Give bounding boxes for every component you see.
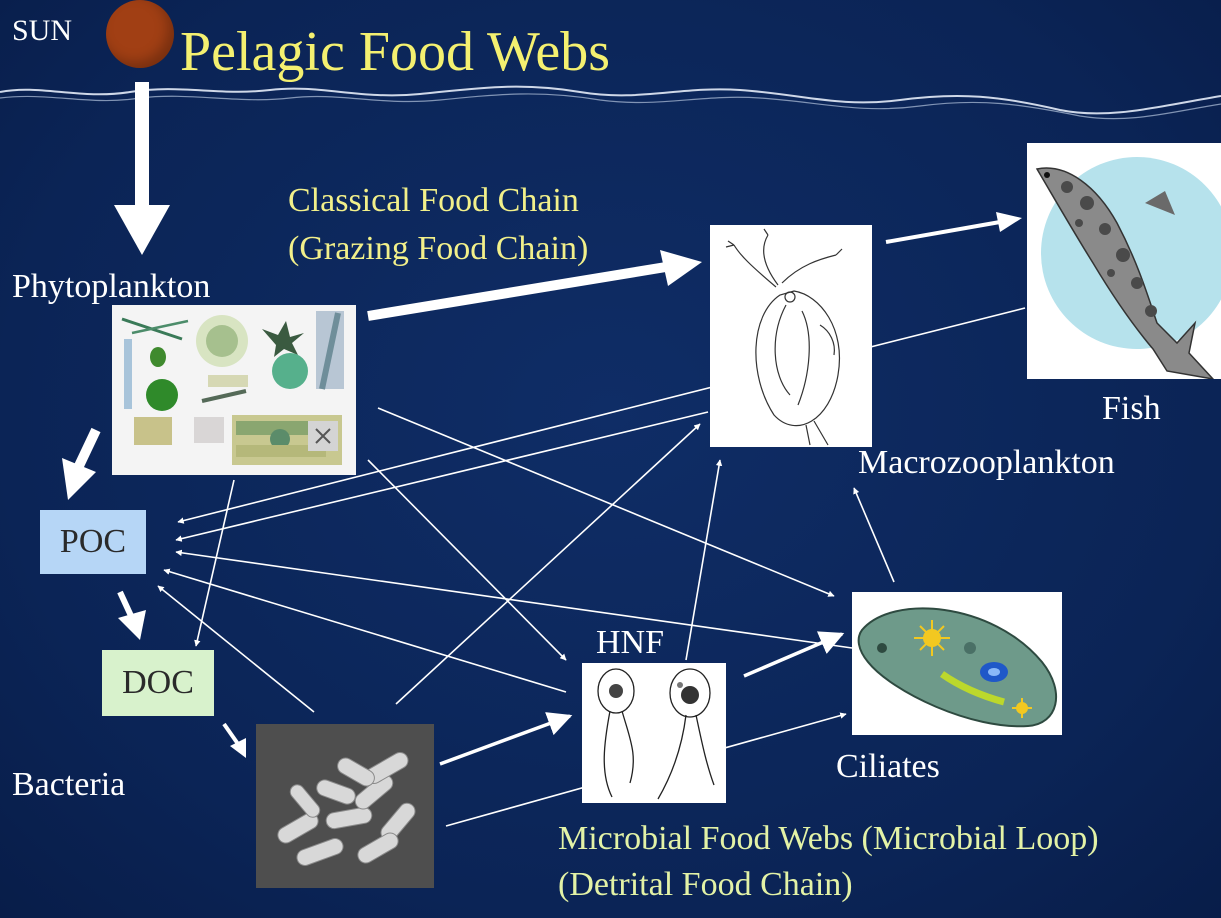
sun-icon (106, 0, 174, 68)
zooplankton-image (710, 225, 872, 447)
ciliates-to-zoo-arrow (853, 487, 895, 583)
fish-image (1027, 143, 1221, 379)
hnf-to-poc-arrow (163, 568, 567, 693)
ciliates-label: Ciliates (836, 748, 940, 785)
page-title: Pelagic Food Webs (180, 21, 610, 83)
phyto-to-ciliates-arrow (377, 407, 835, 597)
doc-box: DOC (102, 650, 214, 716)
poc-box: POC (40, 510, 146, 574)
bacteria-to-poc-arrow (157, 585, 315, 713)
bacteria-to-hnf-arrow (439, 712, 573, 766)
hnf-to-zoo-arrow (685, 459, 723, 661)
water-surface-wave (0, 85, 1221, 115)
phyto-to-doc-arrow (194, 479, 235, 647)
fish-label: Fish (1102, 390, 1161, 427)
zoo-to-fish-arrow (885, 220, 1001, 244)
poc-to-doc-head (118, 610, 146, 640)
phyto-to-hnf-arrow (367, 459, 567, 661)
ciliates-to-poc-arrow (175, 549, 853, 649)
grazing-food-chain-label: (Grazing Food Chain) (288, 230, 589, 267)
zoo-to-fish-head (996, 212, 1022, 232)
macrozooplankton-label: Macrozooplankton (858, 444, 1115, 481)
doc-to-bacteria-arrow (222, 722, 240, 746)
zoo-to-poc-arrow (175, 411, 709, 542)
sun-arrow-head (114, 205, 170, 255)
poc-to-doc-arrow (117, 590, 135, 620)
sun-label: SUN (12, 14, 73, 47)
classical-arrow-head (660, 250, 702, 286)
microbial-food-webs-label: Microbial Food Webs (Microbial Loop) (558, 820, 1099, 857)
phyto-to-poc-head (62, 458, 96, 500)
classical-food-chain-label: Classical Food Chain (288, 182, 579, 219)
doc-to-bacteria-head (230, 738, 246, 758)
fish-to-poc-arrow (177, 307, 1026, 524)
flagellate-image (582, 663, 726, 803)
hnf-label: HNF (596, 624, 665, 661)
phytoplankton-image (112, 305, 356, 475)
bacteria-label: Bacteria (12, 766, 126, 803)
hnf-to-ciliates-arrow (743, 631, 845, 678)
phyto-to-poc-arrow (73, 427, 101, 471)
classical-arrow (367, 261, 673, 321)
water-surface-wave-2 (0, 93, 1221, 120)
bacteria-image (256, 724, 434, 888)
ciliate-image (852, 592, 1062, 735)
bacteria-to-zoo-arrow (395, 423, 701, 705)
phytoplankton-label: Phytoplankton (12, 268, 211, 305)
detrital-food-chain-label: (Detrital Food Chain) (558, 866, 853, 903)
